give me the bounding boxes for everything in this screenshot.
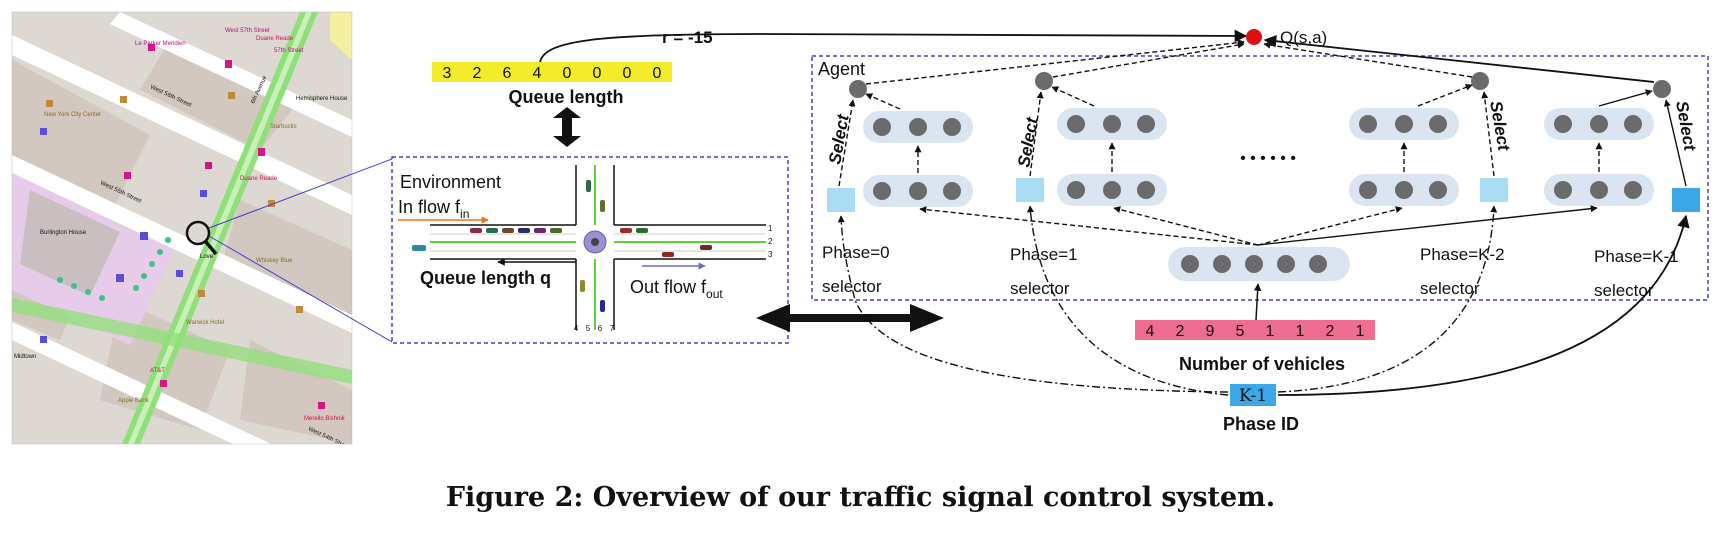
- phase-id-value: K-1: [1239, 386, 1267, 406]
- selector-phase: Phase=1: [1010, 245, 1078, 264]
- magnifier-icon: [185, 220, 218, 256]
- zoom-line: [208, 235, 393, 343]
- lane-number: 1: [768, 224, 773, 233]
- selector-phase: Phase=0: [822, 243, 890, 262]
- lane-number: 2: [768, 237, 773, 246]
- vehicle-count-bar: 4 2 9 5 1 1 2 1: [1135, 320, 1375, 340]
- output-node: [849, 80, 867, 98]
- selector-square: [1016, 178, 1044, 202]
- selector-phase: Phase=K-2: [1420, 245, 1505, 264]
- reward-label: r = -15: [662, 28, 713, 47]
- vehicle-value: 1: [1266, 323, 1275, 340]
- map-label: Warwick Hotel: [186, 320, 224, 326]
- lane-number: 3: [768, 250, 773, 259]
- vehicle-value: 2: [1176, 323, 1185, 340]
- selector-square: [1672, 188, 1700, 212]
- queue-value: 0: [653, 65, 662, 82]
- environment-box: [391, 156, 789, 344]
- map-label: Love: [200, 254, 214, 260]
- phase-id-label: Phase ID: [1223, 414, 1299, 434]
- map-label: Duane Reade: [240, 176, 278, 182]
- output-node: [1471, 72, 1489, 90]
- selector-square: [1480, 178, 1508, 202]
- ellipsis: • • • • • •: [1240, 150, 1296, 167]
- lane-number: 6: [598, 324, 603, 333]
- lane-number: 4: [574, 324, 579, 333]
- map-label: New York City Center: [44, 112, 101, 118]
- network-layer: [863, 108, 1654, 281]
- map-label: Burlington House: [40, 230, 87, 236]
- lane-number: 5: [586, 324, 591, 333]
- queue-length-bar: 3 2 6 4 0 0 0 0: [432, 62, 672, 82]
- select-label: Select: [1486, 99, 1514, 153]
- double-arrow-horizontal: [756, 304, 944, 332]
- vehicle-count-label: Number of vehicles: [1179, 354, 1345, 374]
- map-label: Midtown: [14, 354, 36, 360]
- output-node: [1035, 72, 1053, 90]
- map-label: Apple Bank: [118, 398, 150, 404]
- queue-value: 4: [533, 65, 542, 82]
- map-label: Hemisphere House: [296, 96, 348, 102]
- outflow-label: Out flow fout: [630, 277, 723, 301]
- figure-caption: Figure 2: Overview of our traffic signal…: [445, 482, 1276, 513]
- phase-id-box: [1230, 384, 1276, 406]
- map-label: Whiskey Blue: [256, 258, 293, 264]
- q-value-node: [1246, 29, 1262, 45]
- queue-length-label: Queue length: [508, 87, 623, 107]
- queue-value: 6: [503, 65, 512, 82]
- selector-square: [827, 188, 855, 212]
- map-label: Starbucks: [270, 124, 297, 130]
- queue-value: 0: [563, 65, 572, 82]
- environment-title: Environment: [400, 172, 501, 192]
- queue-value: 3: [443, 65, 452, 82]
- queue-value: 0: [623, 65, 632, 82]
- map-label: 57th Street: [274, 48, 304, 54]
- vehicle-value: 1: [1296, 323, 1305, 340]
- selector-phase: Phase=K-1: [1594, 247, 1679, 266]
- queue-value: 0: [593, 65, 602, 82]
- map-label: Duane Reade: [256, 36, 294, 42]
- vehicle-value: 2: [1326, 323, 1335, 340]
- vehicle-value: 4: [1146, 323, 1155, 340]
- reward-arrow: [539, 29, 1248, 63]
- vehicle-value: 1: [1356, 323, 1365, 340]
- select-label: Select: [1014, 115, 1042, 169]
- vehicle-value: 9: [1206, 323, 1215, 340]
- queue-length-q-label: Queue length q: [420, 268, 551, 288]
- vehicle-value: 5: [1236, 323, 1245, 340]
- intersection: [412, 165, 766, 337]
- selector-sub: selector: [1420, 279, 1480, 298]
- lane-number: 7: [610, 324, 615, 333]
- vehicle-arrow: [1253, 283, 1262, 321]
- select-label: Select: [825, 112, 853, 166]
- agent-box: [811, 55, 1709, 301]
- agent-title: Agent: [818, 59, 865, 79]
- map-label: Merello Bishnik: [304, 416, 346, 422]
- phase-id-connections: [837, 205, 1690, 396]
- street-map: West 57th Street Le Parker Meridien West…: [12, 12, 352, 444]
- map-label: Le Parker Meridien: [135, 41, 186, 47]
- zoom-line: [208, 158, 393, 229]
- selector-sub: selector: [1010, 279, 1070, 298]
- selector-sub: selector: [1594, 281, 1654, 300]
- map-label: AT&T: [150, 368, 165, 374]
- queue-value: 2: [473, 65, 482, 82]
- double-arrow-vertical: [553, 107, 581, 147]
- inflow-label: In flow fin: [398, 197, 469, 221]
- agent-arrows: [838, 34, 1687, 246]
- map-label: West 57th Street: [225, 28, 270, 34]
- output-node: [1653, 80, 1671, 98]
